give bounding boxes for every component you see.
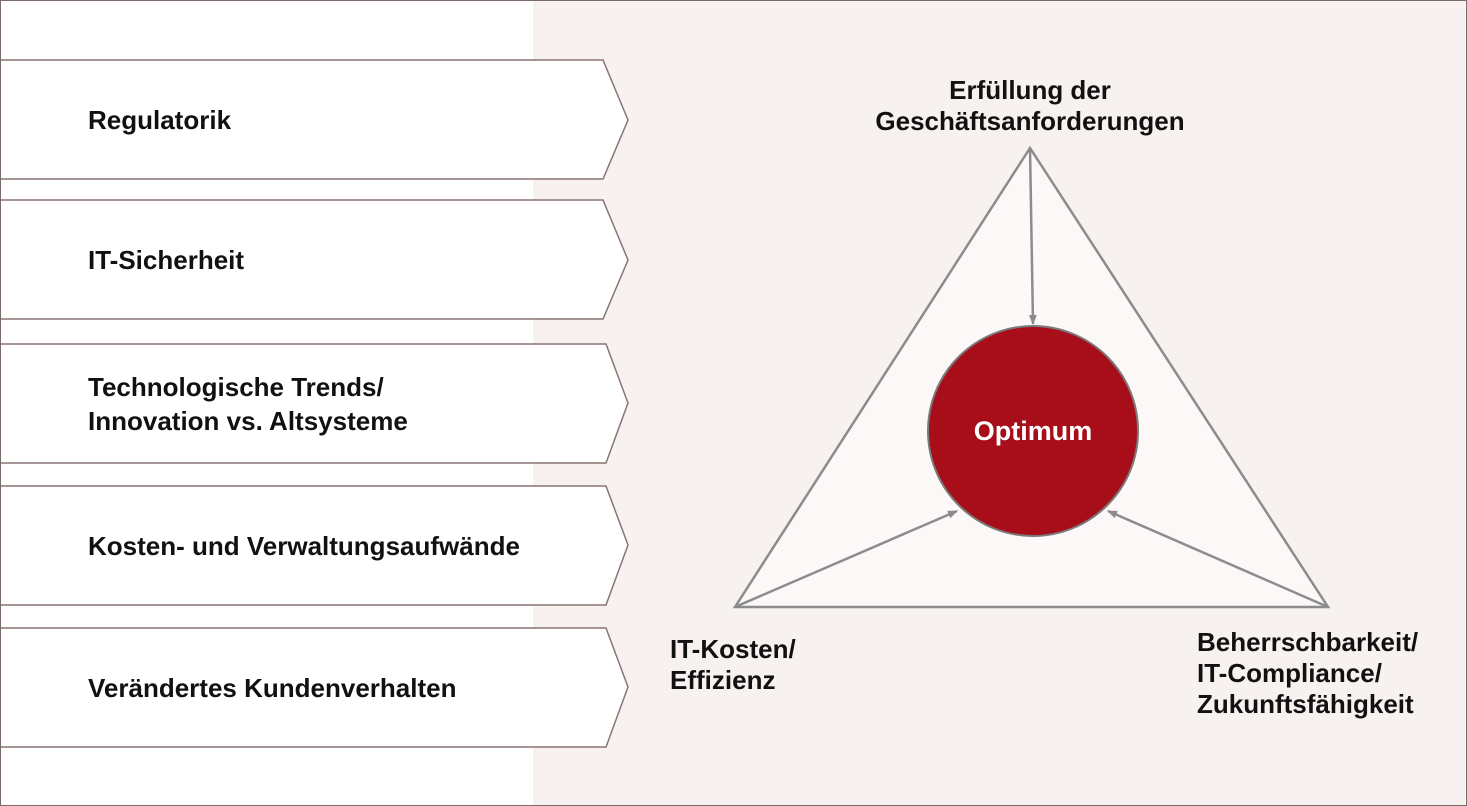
chevron-shape (0, 59, 629, 180)
factor-label: Technologische Trends/ Innovation vs. Al… (88, 372, 408, 436)
vertex-label-left: IT-Kosten/ Effizienz (670, 634, 796, 695)
chevron-shape (0, 627, 629, 748)
factor-label: IT-Sicherheit (88, 245, 245, 275)
optimum-label: Optimum (973, 415, 1093, 446)
arrow-top-to-center (1028, 147, 1037, 325)
factor-kundenverhalten: Verändertes Kundenverhalten (0, 627, 640, 749)
optimum-circle (927, 325, 1139, 537)
arrow-left-to-center (734, 509, 958, 609)
factor-technologische-trends: Technologische Trends/ Innovation vs. Al… (0, 343, 640, 465)
factor-label: Kosten- und Verwaltungsaufwände (88, 531, 520, 561)
arrow-right-to-center (1107, 509, 1329, 609)
triangle-diagram (732, 145, 1331, 609)
factor-it-sicherheit: IT-Sicherheit (0, 199, 640, 321)
factor-regulatorik: Regulatorik (0, 59, 640, 181)
vertex-label-top: Erfüllung der Geschäftsanforderungen (875, 75, 1185, 136)
factor-label: Regulatorik (88, 105, 232, 135)
chevron-shape (0, 343, 629, 464)
factor-kosten-verwaltung: Kosten- und Verwaltungsaufwände (0, 485, 640, 607)
chevron-shape (0, 485, 629, 606)
vertex-label-right: Beherrschbarkeit/ IT-Compliance/ Zukunft… (1197, 627, 1419, 719)
chevron-shape (0, 199, 629, 320)
factor-label: Verändertes Kundenverhalten (88, 673, 457, 703)
